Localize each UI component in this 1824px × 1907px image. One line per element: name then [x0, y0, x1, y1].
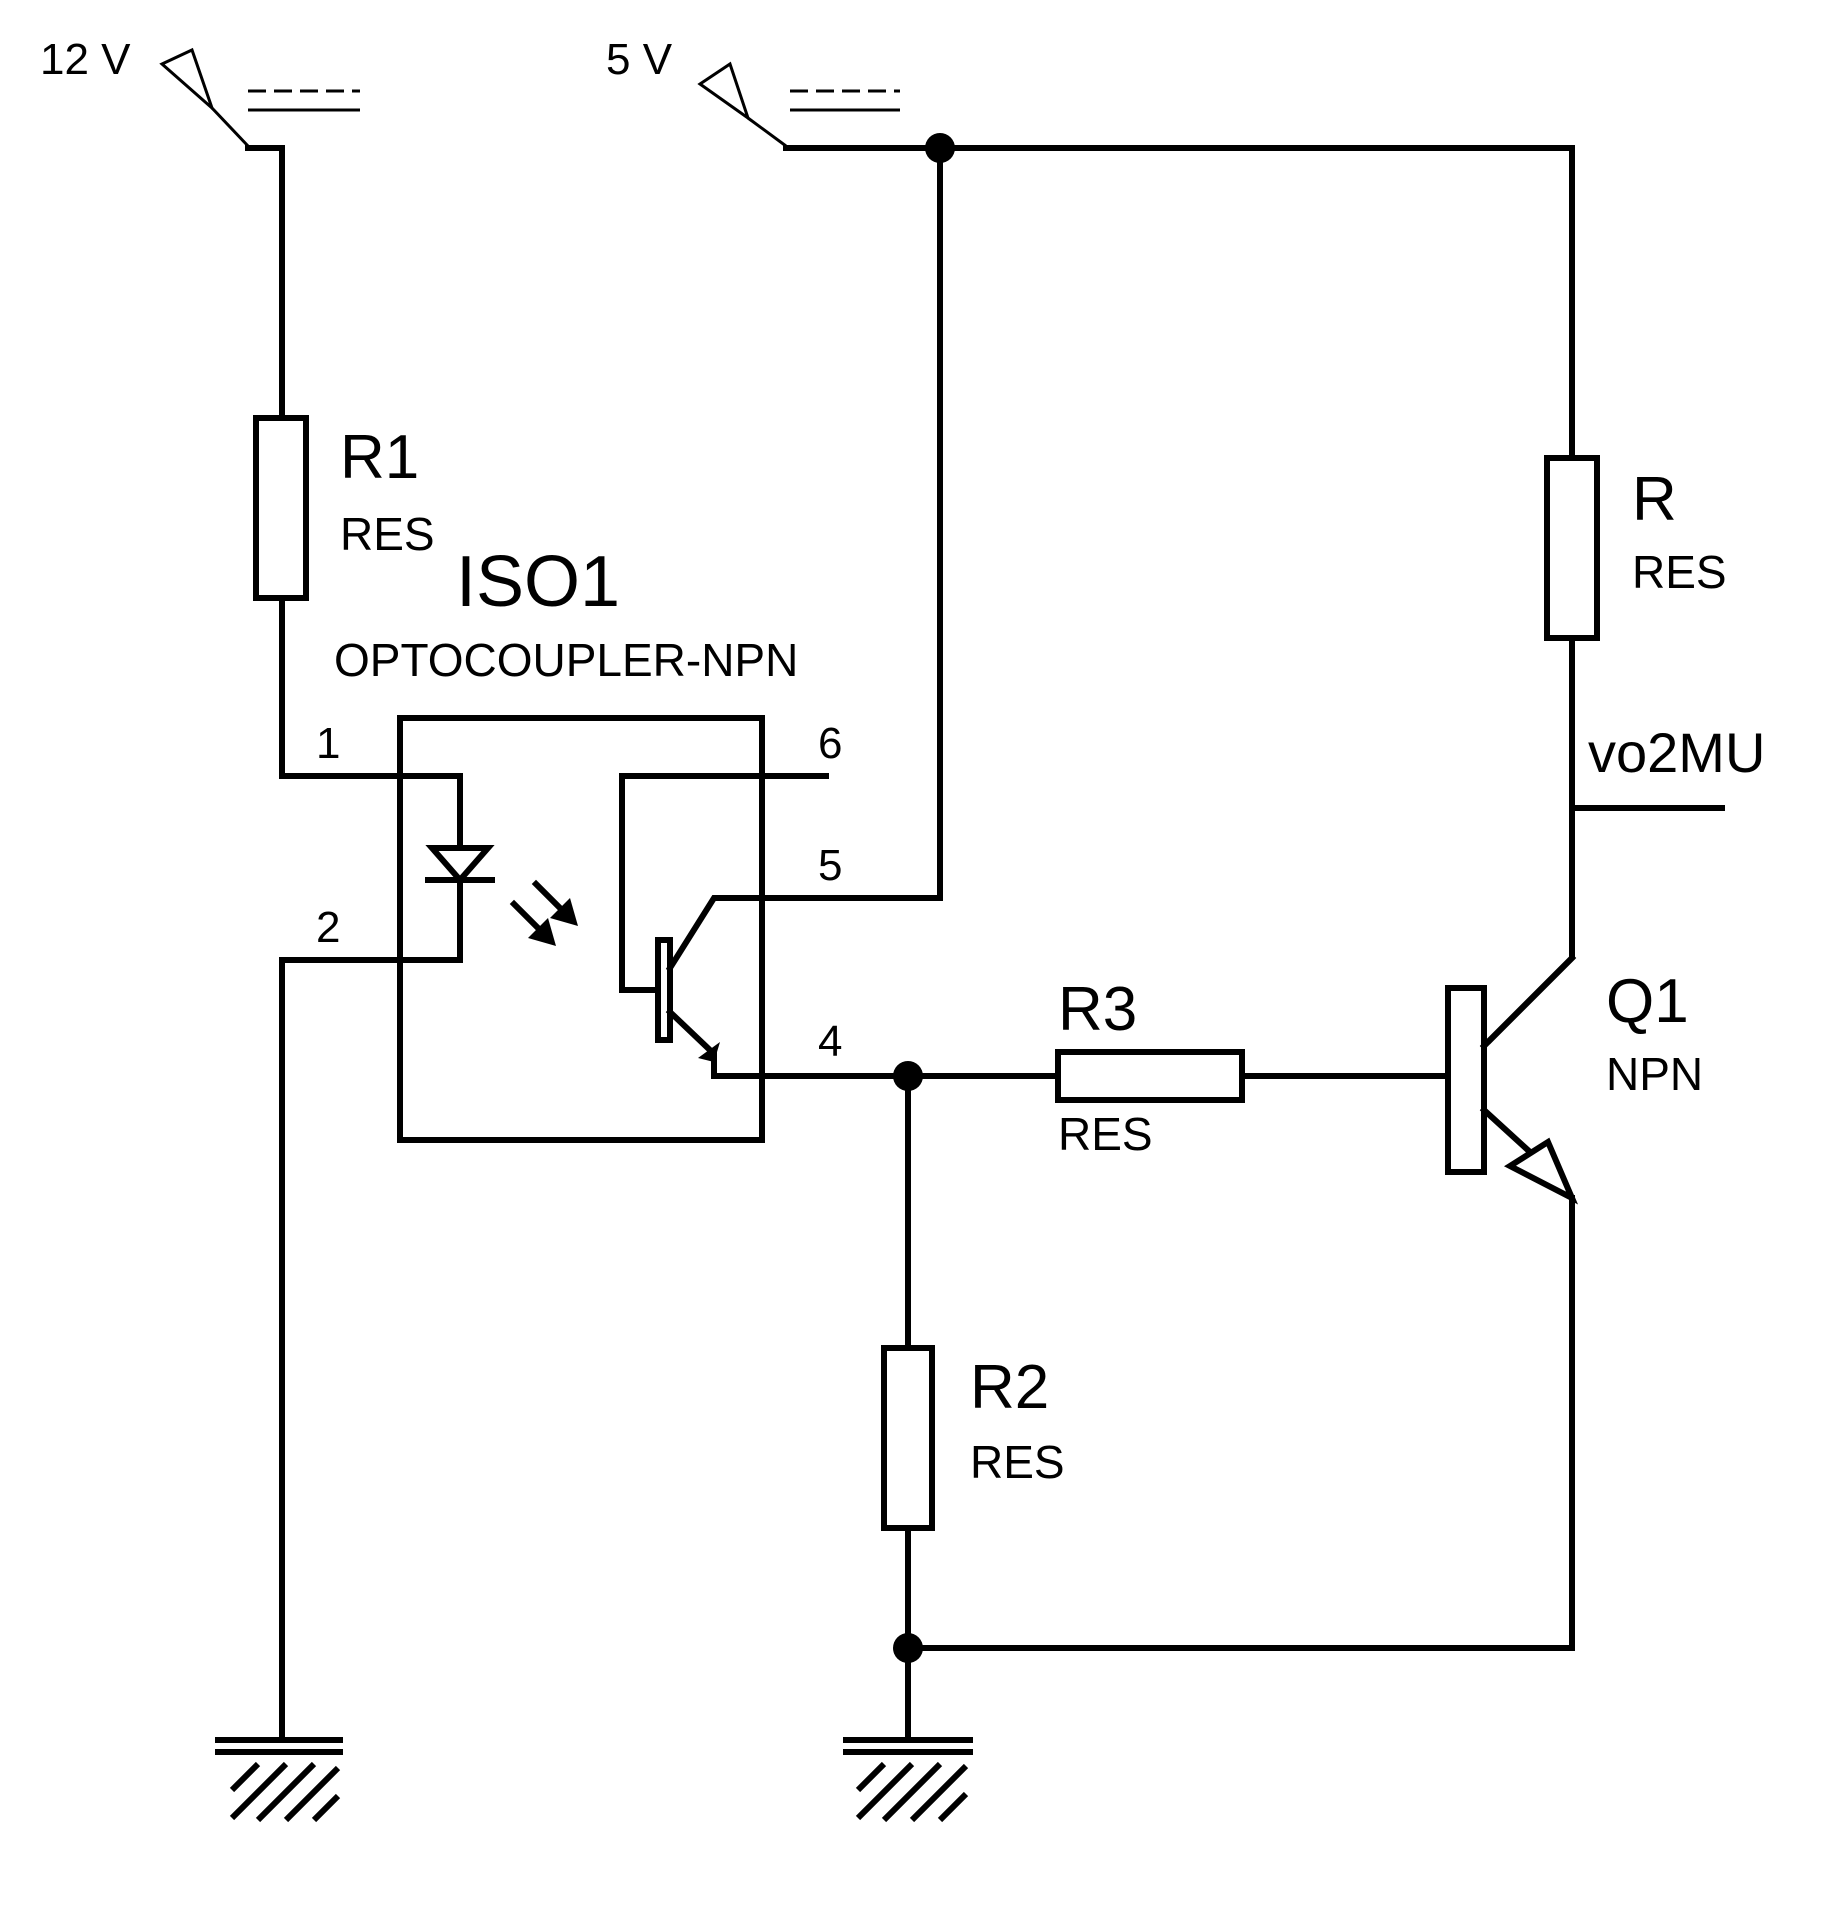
supply-12v: 12 V — [40, 35, 360, 148]
resistor-r3-value: RES — [1058, 1108, 1153, 1160]
emitter-arrow-icon — [1503, 1137, 1579, 1205]
pin-label: 1 — [316, 719, 340, 768]
transistor-q1-ref: Q1 — [1606, 967, 1689, 1036]
supply-12v-label: 12 V — [40, 35, 131, 84]
resistor-r2-ref: R2 — [970, 1353, 1049, 1422]
resistor-r1-ref: R1 — [340, 423, 419, 492]
ground-left-icon — [215, 1737, 343, 1823]
resistor-r3: R3 RES — [1055, 975, 1245, 1160]
optocoupler-iso1-ref: ISO1 — [456, 542, 620, 622]
resistor-r1-body — [253, 415, 309, 601]
resistor-r2-body — [881, 1345, 935, 1531]
ground-right-icon — [843, 1737, 973, 1823]
junction-dot — [893, 1061, 923, 1091]
wires — [245, 145, 1725, 1738]
transistor-q1: Q1 NPN — [1445, 953, 1703, 1205]
transistor-q1-base — [1445, 985, 1487, 1175]
output-net-label: vo2MU — [1588, 721, 1765, 784]
optocoupler-iso1-value: OPTOCOUPLER-NPN — [334, 634, 798, 686]
pin-label: 4 — [818, 1017, 842, 1066]
resistor-r3-body — [1055, 1049, 1245, 1103]
transistor-q1-value: NPN — [1606, 1048, 1703, 1100]
resistor-r: R RES — [1544, 455, 1727, 641]
supply-5v: 5 V — [606, 35, 900, 148]
optocoupler-iso1: ISO1 OPTOCOUPLER-NPN 1 2 — [316, 542, 842, 1143]
supply-5v-label: 5 V — [606, 35, 673, 84]
led-icon — [397, 773, 495, 963]
resistor-r2: R2 RES — [881, 1345, 1065, 1531]
supply-5v-arrow-icon — [697, 61, 751, 122]
resistor-r-value: RES — [1632, 546, 1727, 598]
junction-dot — [893, 1633, 923, 1663]
light-arrow-icon — [509, 879, 578, 946]
pin-label: 5 — [818, 841, 842, 890]
junction-dot — [925, 133, 955, 163]
resistor-r1: R1 RES — [253, 415, 435, 601]
phototransistor-icon — [619, 773, 829, 1079]
resistor-r2-value: RES — [970, 1436, 1065, 1488]
pin-label: 2 — [316, 903, 340, 952]
supply-12v-arrow-icon — [159, 47, 216, 113]
resistor-r-body — [1544, 455, 1600, 641]
resistor-r1-value: RES — [340, 508, 435, 560]
resistor-r-ref: R — [1632, 465, 1677, 534]
optocoupler-iso1-body — [397, 715, 765, 1143]
pin-label: 6 — [818, 719, 842, 768]
junctions — [893, 133, 955, 1663]
resistor-r3-ref: R3 — [1058, 975, 1137, 1044]
